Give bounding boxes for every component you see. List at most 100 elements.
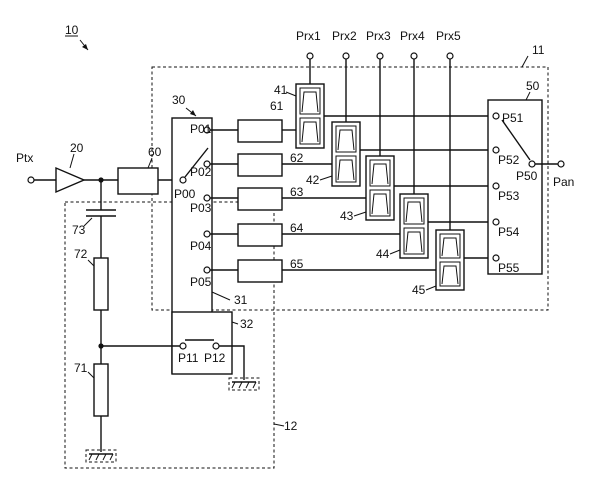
duplexer-43-label: 43 (340, 209, 354, 223)
amplifier-symbol (55, 166, 86, 194)
duplexer-41-lower-curve (301, 121, 319, 143)
duplexer-44: 44 (376, 193, 429, 261)
figure-label-arrowhead (82, 44, 88, 50)
ptx-port (27, 176, 35, 184)
filter-62-label: 62 (290, 151, 304, 165)
resistor-71-leader (87, 371, 95, 379)
switch-50-leader (525, 91, 531, 101)
p04-port (203, 230, 211, 238)
resistor-72-label: 72 (74, 247, 88, 261)
duplexer-41-label: 41 (274, 83, 288, 97)
filter-63-box (237, 187, 283, 211)
filter-60-box (117, 167, 159, 195)
amplifier-20: 20 (55, 141, 86, 194)
prx3-label: Prx3 (366, 29, 391, 43)
duplexer-44-box (399, 193, 429, 259)
p55-port (492, 254, 500, 262)
switch-30-outputs: P01 P02 P03 P04 P05 (190, 122, 212, 289)
duplexer-43-lower (369, 189, 391, 217)
switch-50-contact (501, 119, 531, 161)
p05-label: P05 (190, 275, 212, 289)
p12-label: P12 (204, 351, 226, 365)
switch-50: 50 P51 P52 P53 P54 P55 P50 (487, 79, 543, 275)
figure-label: 10 (65, 23, 89, 51)
p51-label: P51 (502, 111, 524, 125)
duplexer-45: 45 (412, 229, 465, 297)
p54-port (492, 218, 500, 226)
module-11-leader (521, 55, 529, 68)
prx2-label: Prx2 (332, 29, 357, 43)
cap-73-leader (83, 217, 93, 227)
p53-label: P53 (498, 189, 520, 203)
pan-port (557, 160, 565, 168)
duplexer-44-upper-curve (405, 201, 423, 223)
switch-30-lead-leader (211, 291, 231, 301)
duplexer-44-lower-curve (405, 231, 423, 253)
prx1-port (306, 52, 314, 60)
filter-65-box (237, 259, 283, 283)
filter-63-label: 63 (290, 185, 304, 199)
ptx-label: Ptx (16, 151, 33, 165)
filter-60-label: 60 (148, 145, 162, 159)
p53-port (492, 182, 500, 190)
duplexer-43-upper-curve (371, 163, 389, 185)
filter-61-label: 61 (270, 99, 284, 113)
switch-32-label: 32 (240, 317, 254, 331)
p12-port (212, 342, 220, 350)
module-11-outline (151, 66, 549, 311)
duplexer-45-upper (439, 233, 461, 259)
switch-32: 32 P11 P12 (101, 311, 260, 391)
resistor-71 (93, 363, 109, 417)
ground-hatch-left-3 (102, 453, 107, 461)
prx3-port (376, 52, 384, 60)
p11-port (179, 342, 187, 350)
p01-label: P01 (190, 122, 212, 136)
duplexer-44-lower (403, 227, 425, 255)
resistor-72 (93, 257, 109, 311)
ground-hatch-left-4 (109, 453, 114, 461)
pan-terminal: Pan (535, 160, 574, 189)
filter-62-box (237, 153, 283, 177)
duplexer-42-lower-curve (337, 159, 355, 181)
switch-50-label: 50 (526, 79, 540, 93)
duplexer-42: 42 (306, 121, 361, 187)
p52-label: P52 (498, 153, 520, 167)
prx4-label: Prx4 (400, 29, 425, 43)
filter-64-label: 64 (290, 221, 304, 235)
duplexer-42-upper-curve (337, 129, 355, 151)
duplexer-44-upper (403, 197, 425, 225)
duplexer-45-lower-curve (441, 265, 459, 285)
p51-port (492, 112, 500, 120)
duplexer-44-leader (389, 249, 401, 255)
duplexer-41-box (295, 83, 325, 149)
ptx-terminal: Ptx (16, 151, 56, 184)
p00-port (179, 176, 187, 184)
p03-label: P03 (190, 201, 212, 215)
p55-label: P55 (498, 261, 520, 275)
prx5-port (446, 52, 454, 60)
ground-hatch-left-1 (88, 453, 93, 461)
duplexer-42-upper (335, 125, 357, 153)
pan-label: Pan (553, 175, 574, 189)
p05-port (203, 266, 211, 274)
p04-label: P04 (190, 239, 212, 253)
duplexer-43: 43 (340, 155, 395, 223)
duplexer-45-lower (439, 261, 461, 287)
ground-box-right (228, 377, 260, 391)
duplexer-41-leader (285, 91, 297, 97)
duplexer-42-label: 42 (306, 173, 320, 187)
switch-32-leader (231, 321, 239, 325)
duplexer-43-box (365, 155, 395, 221)
prx5-label: Prx5 (436, 29, 461, 43)
duplexers: 41 42 43 44 (274, 83, 465, 297)
prx2-port (342, 52, 350, 60)
ground-hatch-right-4 (252, 381, 257, 389)
duplexer-43-leader (353, 211, 367, 217)
duplexer-41-lower (299, 117, 321, 145)
filter-60-leader (147, 157, 153, 169)
cap-73-label: 73 (72, 223, 86, 237)
ground-hatch-right-1 (231, 381, 236, 389)
duplexer-45-label: 45 (412, 283, 426, 297)
ground-hatch-right-2 (238, 381, 243, 389)
module-11-label: 11 (532, 43, 545, 57)
